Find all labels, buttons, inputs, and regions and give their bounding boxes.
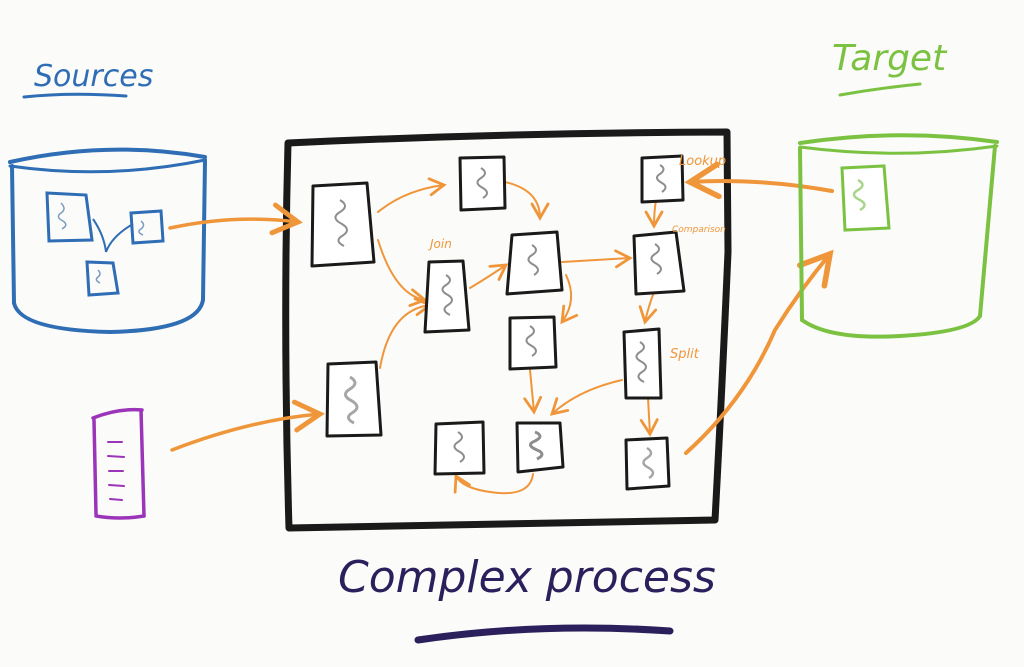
source-table-1-icon bbox=[45, 191, 94, 243]
source-table-3-icon bbox=[85, 260, 120, 297]
flow-process-to-target bbox=[684, 249, 834, 455]
step-middle bbox=[505, 230, 564, 296]
step-join bbox=[423, 259, 471, 334]
step-label-join: Join bbox=[428, 237, 452, 251]
process-frame bbox=[282, 128, 732, 532]
step-input-1 bbox=[310, 181, 376, 268]
flow-sources-to-process bbox=[168, 202, 303, 236]
step-bottom-left bbox=[433, 420, 486, 476]
source-table-2-icon bbox=[129, 209, 165, 245]
flow-arrows bbox=[168, 161, 834, 495]
process-title-group: Complex process bbox=[338, 552, 716, 644]
step-label-split: Split bbox=[670, 347, 700, 362]
step-bottom-middle bbox=[515, 421, 565, 474]
flow-target-lookup bbox=[684, 161, 834, 200]
step-lower-middle bbox=[508, 315, 558, 371]
sources-database-icon bbox=[8, 147, 207, 334]
target-table-icon bbox=[840, 164, 891, 232]
target-label: Target bbox=[832, 38, 948, 79]
step-top bbox=[458, 155, 507, 212]
target-underline bbox=[838, 82, 922, 97]
process-title: Complex process bbox=[338, 552, 716, 603]
target-group: Target bbox=[798, 38, 999, 339]
step-label-lookup: Lookup bbox=[679, 154, 726, 169]
target-database-icon bbox=[798, 133, 999, 339]
step-output bbox=[624, 436, 671, 491]
step-labels: Join Lookup Comparison Split bbox=[428, 154, 726, 362]
sources-label: Sources bbox=[34, 59, 153, 94]
step-lookup bbox=[640, 154, 685, 204]
flow-queue-to-process bbox=[170, 399, 325, 452]
process-steps bbox=[310, 154, 686, 491]
sources-group: Sources bbox=[8, 59, 207, 334]
queue-source-icon bbox=[91, 407, 146, 520]
step-input-2 bbox=[325, 360, 383, 438]
step-label-comparison: Comparison bbox=[672, 225, 726, 235]
step-comparison bbox=[632, 230, 686, 296]
step-split bbox=[622, 327, 663, 400]
sources-underline bbox=[22, 92, 128, 99]
source-table-tiles bbox=[45, 191, 165, 297]
process-title-underline bbox=[414, 624, 674, 644]
